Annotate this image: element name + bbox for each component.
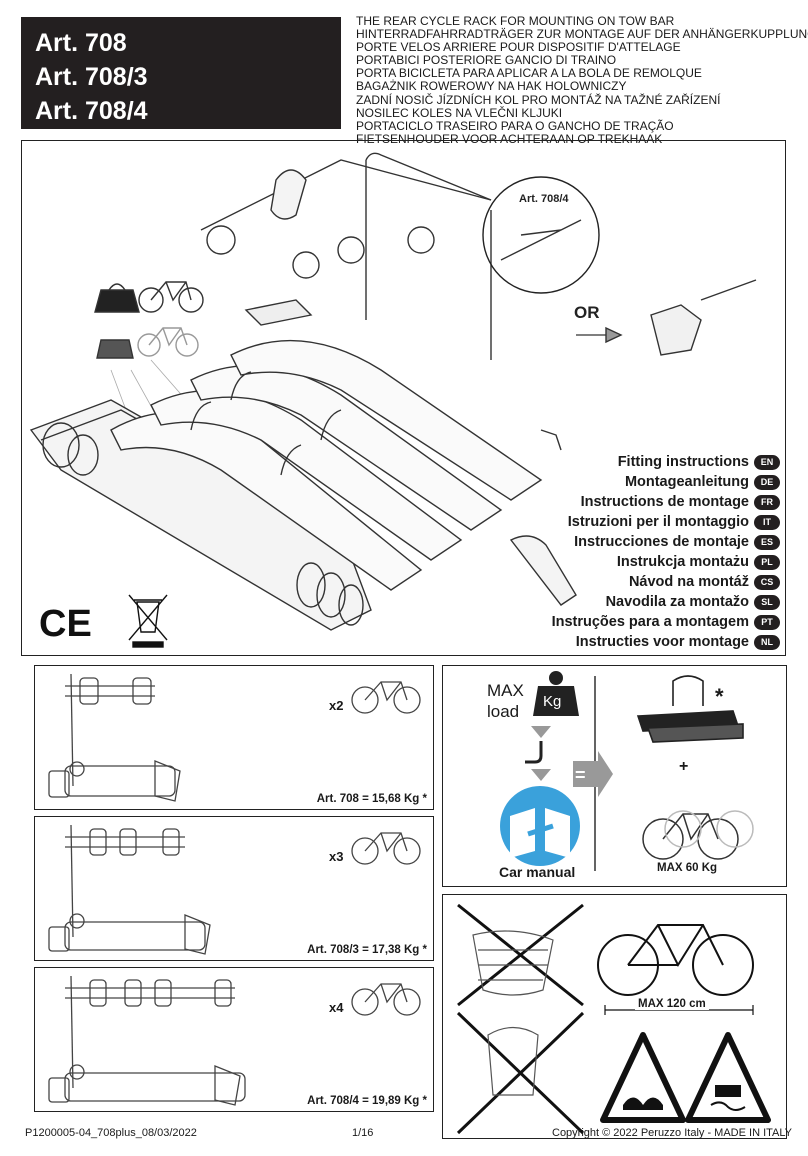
no-child-seat-icon [456,1011,585,1135]
max-length-label: MAX 120 cm [635,998,709,1010]
variant-box-708: x2 Art. 708 = 15,68 Kg * [34,665,434,810]
subtitle-es: PORTA BICICLETA PARA APLICAR A LA BOLA D… [356,66,702,81]
hook-icon [525,741,543,764]
bike-count: x4 [329,1000,344,1015]
model-title-3: Art. 708/4 [35,97,148,125]
subtitle-de: HINTERRADFAHRRADTRÄGER ZUR MONTAGE AUF D… [356,27,808,42]
max-weight-label: MAX 60 Kg [657,862,718,874]
rack-3-bike-diagram [48,824,421,955]
subtitle-nl: FIETSENHOUDER VOOR ACHTERAAN OP TREKHAAK [356,131,663,146]
bike-length-icon [597,924,754,1015]
language-badge: CS [754,574,780,590]
bike-icon-dark [138,281,204,313]
page-number: 1/16 [352,1127,374,1139]
language-badge: PT [754,614,780,630]
variant-box-708-3: x3 Art. 708/3 = 17,38 Kg * [34,816,434,961]
language-badge: FR [754,494,780,510]
car-manual-label: Car manual [499,864,576,880]
variant-box-708-4: x4 Art. 708/4 = 19,89 Kg * [34,967,434,1112]
car-manual-icon [500,786,580,866]
weight-light-icon [96,339,134,359]
ce-mark: CE [39,603,92,645]
bike-count: x2 [329,698,344,713]
subtitle-fr: PORTE VELOS ARRIERE POUR DISPOSITIF D'AT… [356,40,681,55]
product-subtitles: THE REAR CYCLE RACK FOR MOUNTING ON TOW … [356,14,808,146]
variant-weight: Art. 708 = 15,68 Kg * [316,793,427,805]
plus-label: + [679,758,689,775]
subtitle-cs: ZADNÍ NOSIČ JÍZDNÍCH KOL PRO MONTÁŽ NA T… [356,92,721,107]
language-badge: IT [754,514,780,530]
language-badge: SL [754,594,780,610]
subtitle-pt: PORTACICLO TRASEIRO PARA O GANCHO DE TRA… [356,118,674,133]
asterisk-note: * [715,684,724,709]
variant-weight: Art. 708/3 = 17,38 Kg * [307,944,427,956]
max-load-diagram [500,671,754,871]
no-basket-icon [457,903,584,1007]
equals-label: = [575,765,586,785]
language-badge: ES [754,534,780,550]
language-badge: NL [754,634,780,650]
bike-count: x3 [329,849,344,864]
slippery-road-sign-icon [685,1032,771,1123]
or-label: OR [574,303,600,322]
bike-count-icon [351,983,421,1016]
rack-2-bike-diagram [48,673,421,802]
warnings-box: MAX 120 cm [442,894,787,1139]
document-code: P1200005-04_708plus_08/03/2022 [25,1127,197,1139]
rack-4-bike-diagram [48,975,421,1106]
load-label: load [487,702,520,721]
arrow-down-icon [531,726,551,781]
rack-diagram-icon [636,675,744,743]
bikes-stack-icon [642,810,754,860]
weight-heavy-icon [94,283,140,313]
model-title-1: Art. 708 [35,29,127,57]
subtitle-pl: BAGAŻNIK ROWEROWY NA HAK HOLOWNICZY [356,79,627,94]
language-badge: EN [754,454,780,470]
bike-icon-light [137,327,199,357]
equals-arrow-icon [573,751,613,797]
subtitle-it: PORTABICI POSTERIORE GANCIO DI TRAINO [356,53,617,68]
model-title-box: Art. 708 Art. 708/3 Art. 708/4 [21,17,341,129]
model-title-2: Art. 708/3 [35,63,148,91]
kg-label: Kg [543,693,562,710]
subtitle-sl: NOSILEC KOLES NA VLEČNI KLJUKI [356,105,563,120]
callout-label: Art. 708/4 [519,193,569,205]
bike-rack-illustration: Art. 708/4 OR CE [29,152,757,648]
copyright: Copyright © 2022 Peruzzo Italy - MADE IN… [552,1127,793,1139]
weee-bin-icon [128,594,168,648]
weight-icon [533,671,579,716]
max-label: MAX [487,681,524,700]
bumpy-road-sign-icon [600,1032,686,1123]
subtitle-en: THE REAR CYCLE RACK FOR MOUNTING ON TOW … [356,14,675,28]
bike-count-icon [351,832,421,865]
variant-weight: Art. 708/4 = 19,89 Kg * [307,1095,427,1107]
max-load-box: MAX load Kg = Car manual * + MAX 60 Kg [442,665,787,887]
warnings-diagram [456,903,771,1135]
main-illustration-box [21,140,786,656]
language-badge: PL [754,554,780,570]
bike-count-icon [351,681,421,714]
language-badge: DE [754,474,780,490]
